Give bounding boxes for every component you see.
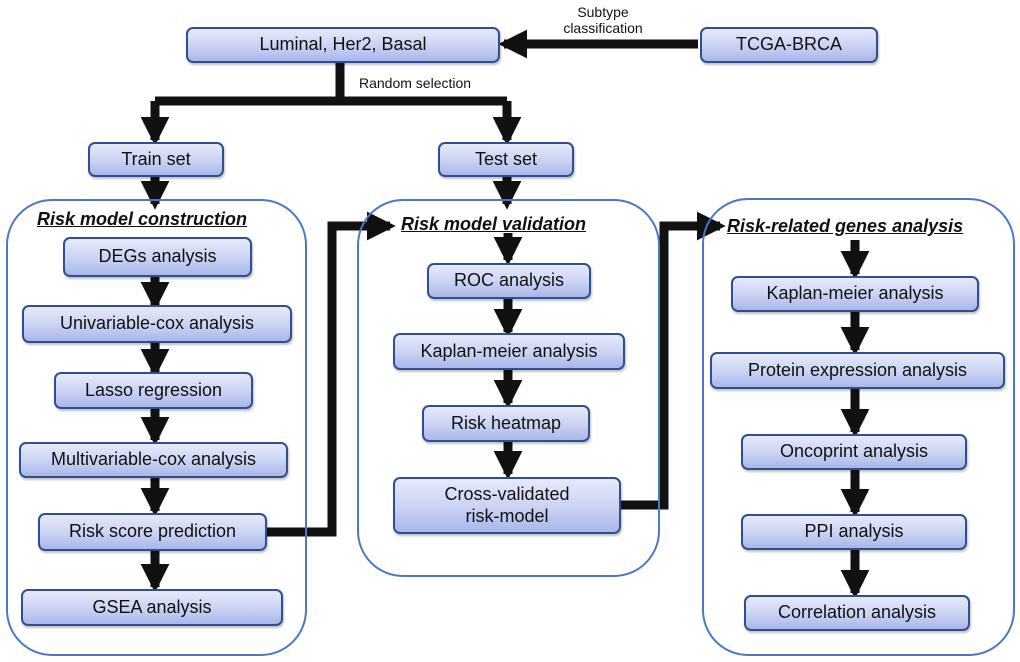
train-set-node: Train set — [88, 142, 224, 177]
step-univariable-cox: Univariable-cox analysis — [22, 305, 292, 343]
subtype-classification-label: Subtype classification — [548, 4, 658, 36]
step-roc-analysis: ROC analysis — [427, 263, 591, 299]
step-protein-expression: Protein expression analysis — [710, 352, 1005, 389]
cross-validated-line2: risk-model — [465, 505, 549, 526]
group-risk-related-genes — [702, 198, 1015, 656]
step-risk-heatmap: Risk heatmap — [422, 405, 590, 442]
step-correlation-analysis: Correlation analysis — [744, 595, 970, 631]
group-risk-model-construction — [6, 199, 307, 656]
subtype-label-line1: Subtype — [577, 4, 629, 20]
random-selection-label: Random selection — [359, 75, 472, 91]
step-degs-analysis: DEGs analysis — [63, 237, 252, 277]
step-ppi-analysis: PPI analysis — [741, 514, 967, 550]
step-lasso-regression: Lasso regression — [54, 372, 253, 409]
step-oncoprint: Oncoprint analysis — [741, 434, 967, 470]
step-risk-score-prediction: Risk score prediction — [38, 513, 267, 551]
step-kaplan-meier-genes: Kaplan-meier analysis — [731, 276, 979, 312]
arrow-crossval-to-genes — [620, 211, 726, 510]
group-risk-model-validation — [357, 199, 660, 577]
subtypes-node: Luminal, Her2, Basal — [186, 27, 500, 63]
step-cross-validated-risk-model: Cross-validated risk-model — [393, 477, 621, 534]
step-gsea-analysis: GSEA analysis — [21, 589, 283, 626]
tcga-brca-node: TCGA-BRCA — [700, 27, 878, 63]
group-title-construction: Risk model construction — [37, 209, 248, 229]
subtype-label-line2: classification — [563, 20, 643, 37]
cross-validated-line1: Cross-validated — [444, 483, 570, 504]
step-multivariable-cox: Multivariable-cox analysis — [19, 442, 288, 478]
group-title-genes: Risk-related genes analysis — [727, 216, 964, 236]
step-kaplan-meier-validation: Kaplan-meier analysis — [393, 333, 625, 370]
test-set-node: Test set — [438, 142, 574, 177]
group-title-validation: Risk model validation — [401, 214, 587, 234]
